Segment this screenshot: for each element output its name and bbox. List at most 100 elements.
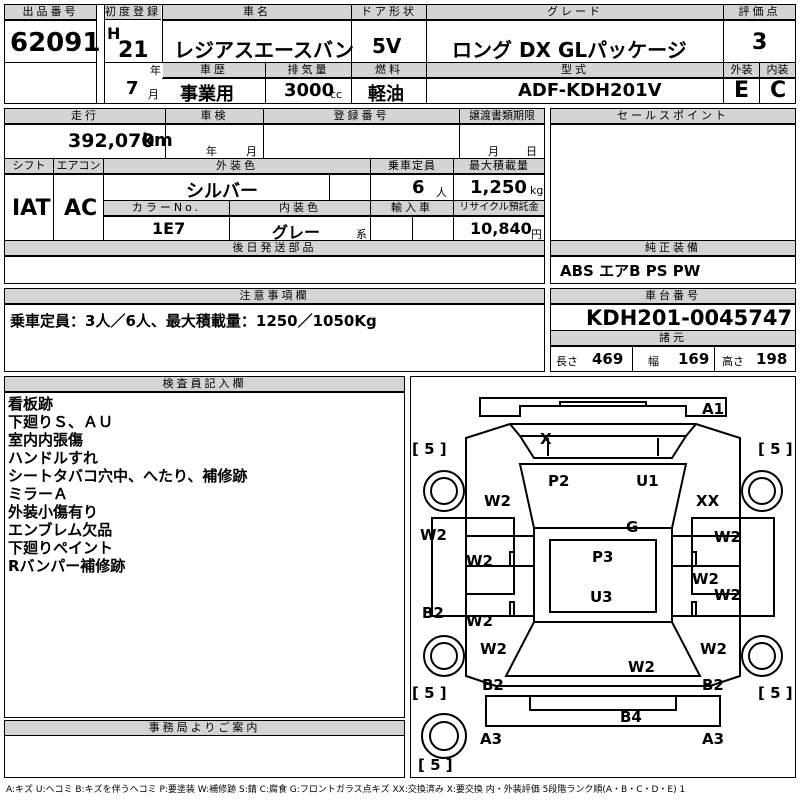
reg-no-label: 登録番号 <box>264 109 459 124</box>
shift: IAT <box>12 196 51 221</box>
width-label: 幅 <box>648 355 659 368</box>
sales-label: セールスポイント <box>551 109 795 124</box>
score-label: 評価点 <box>724 5 795 20</box>
legend: A:キズ U:ヘコミ B:キズを伴うヘコミ P:要塗装 W:補修跡 S:錆 C:… <box>6 785 686 795</box>
transfer-day-unit: 日 <box>526 145 537 158</box>
length-label: 長さ <box>556 355 578 368</box>
mark-w2: W2 <box>480 640 507 658</box>
displacement: 3000 <box>284 80 335 101</box>
max-load: 1,250 <box>470 177 527 198</box>
mark-w2: W2 <box>466 612 493 630</box>
ext-label: 外装 <box>724 63 759 78</box>
mark-b4: B4 <box>620 708 642 726</box>
load-unit: kg <box>530 184 544 197</box>
transfer-label: 譲渡書類期限 <box>460 109 544 124</box>
mark-5-front-right: [ 5 ] <box>758 440 793 458</box>
inspection-label: 車検 <box>166 109 263 124</box>
load-label: 最大積載量 <box>454 159 544 174</box>
fuel: 軽油 <box>368 84 404 105</box>
mark-b2: B2 <box>702 676 724 694</box>
caution-box <box>4 288 545 372</box>
header-table <box>4 4 796 104</box>
mark-p3: P3 <box>592 548 613 566</box>
color-no: 1E7 <box>152 219 186 238</box>
mark-g: G <box>626 518 638 536</box>
caution-label: 注意事項欄 <box>5 289 544 304</box>
sales-point-box <box>550 108 796 284</box>
score: 3 <box>752 30 768 55</box>
transfer-month-unit: 月 <box>488 145 499 158</box>
height-label: 高さ <box>722 355 744 368</box>
mark-w2: W2 <box>628 658 655 676</box>
caution-text: 乗車定員：3人／6人、最大積載量：1250／1050Kg <box>10 312 377 330</box>
color-label: 外装色 <box>104 159 370 174</box>
model: ADF-KDH201V <box>518 80 662 101</box>
mark-5-front-left: [ 5 ] <box>412 440 447 458</box>
note-line: シートタバコ穴中、へたり、補修跡 <box>8 467 248 485</box>
mark-5-rear-left: [ 5 ] <box>412 684 447 702</box>
inspector-label: 検査員記入欄 <box>5 377 404 392</box>
note-line: 外装小傷有り <box>8 503 99 521</box>
capacity-unit: 人 <box>436 186 447 199</box>
recycle-unit: 円 <box>531 228 542 241</box>
int-color-unit: 系 <box>356 228 367 241</box>
reg-year: 21 <box>118 38 149 63</box>
car-name-label: 車名 <box>163 5 351 20</box>
inspector-box <box>4 376 405 718</box>
ac-label: エアコン <box>54 159 103 174</box>
damage-diagram-box <box>410 376 796 778</box>
recycle-label: リサイクル預託金 <box>454 201 544 216</box>
mark-p2: P2 <box>548 472 569 490</box>
mark-b2: B2 <box>422 604 444 622</box>
year-unit: 年 <box>150 64 161 77</box>
grade: ロング DX GLパッケージ <box>452 38 687 62</box>
mark-a3: A3 <box>480 730 502 748</box>
note-line: 下廻りペイント <box>8 539 114 557</box>
capacity-label: 乗車定員 <box>371 159 453 174</box>
note-line: エンブレム欠品 <box>8 521 113 539</box>
mark-a1: A1 <box>702 400 724 418</box>
fuel-label: 燃料 <box>352 63 426 78</box>
mark-w2: W2 <box>714 528 741 546</box>
note-line: Rバンパー補修跡 <box>8 557 126 575</box>
equip-label: 純正装備 <box>551 241 795 256</box>
history-label: 車歴 <box>163 63 265 78</box>
mark-5-bottom: [ 5 ] <box>418 756 453 774</box>
car-name: レジアスエースバン <box>174 38 354 62</box>
insp-month-unit: 月 <box>246 145 257 158</box>
note-line: 下廻りＳ、ＡＵ <box>8 413 114 431</box>
detail-table <box>4 108 545 284</box>
height: 198 <box>756 350 788 368</box>
month-unit: 月 <box>148 88 159 101</box>
lot-label: 出品番号 <box>5 5 96 20</box>
mark-w2: W2 <box>714 586 741 604</box>
note-line: ハンドルすれ <box>8 449 99 467</box>
int-rating: C <box>770 78 787 103</box>
model-label: 型式 <box>427 63 723 78</box>
mileage-label: 走行 <box>5 109 165 124</box>
mark-x: X <box>540 430 552 448</box>
lot-number: 62091 <box>10 28 101 58</box>
width: 169 <box>678 350 710 368</box>
mark-u1: U1 <box>636 472 659 490</box>
mark-w2: W2 <box>420 526 447 544</box>
intcolor-label: 内装色 <box>230 201 370 216</box>
note-line: 看板跡 <box>8 395 54 413</box>
int-label: 内装 <box>760 63 795 78</box>
first-reg-label: 初度登録 <box>105 5 161 20</box>
colorno-label: カラーNo. <box>104 201 229 216</box>
mark-a3: A3 <box>702 730 724 748</box>
recycle-fee: 10,840 <box>470 219 532 238</box>
spec-label: 諸元 <box>551 331 795 346</box>
office-box <box>4 720 405 778</box>
chassis-number: KDH201-0045747 <box>586 306 793 330</box>
ext-rating: E <box>734 78 750 103</box>
history: 事業用 <box>180 84 234 105</box>
insp-year-unit: 年 <box>206 145 217 158</box>
mark-u3: U3 <box>590 588 613 606</box>
office-label: 事務局よりご案内 <box>5 721 404 736</box>
mark-w2: W2 <box>700 640 727 658</box>
mileage-unit: km <box>142 130 173 151</box>
mark-b2: B2 <box>482 676 504 694</box>
int-color: グレー <box>272 223 321 242</box>
